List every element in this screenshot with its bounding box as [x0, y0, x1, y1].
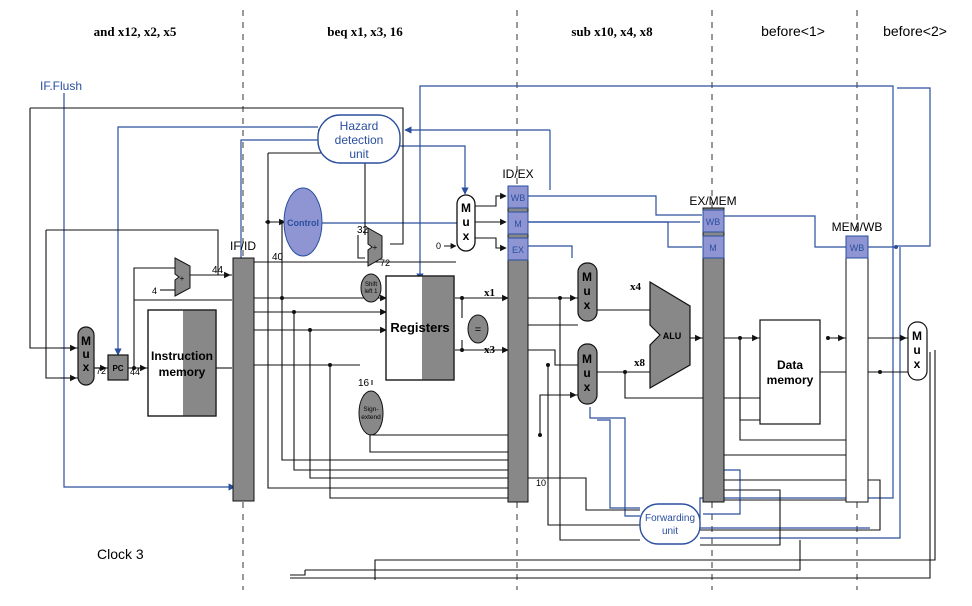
svg-text:ALU: ALU	[663, 331, 682, 341]
forwarding-unit: Forwarding unit	[639, 503, 701, 545]
alu: ALU	[649, 280, 691, 390]
svg-text:M: M	[912, 329, 922, 343]
svg-text:unit: unit	[662, 526, 678, 537]
svg-text:WB: WB	[850, 243, 865, 253]
label-x4: x4	[630, 281, 642, 293]
svg-text:Instruction: Instruction	[151, 349, 213, 363]
label-44-if: 44	[212, 265, 224, 276]
svg-text:M: M	[81, 334, 91, 348]
svg-text:Forwarding: Forwarding	[645, 513, 695, 524]
label-10: 10	[536, 478, 546, 488]
stage-instr-mem: before<1>	[761, 23, 825, 39]
equality-comparator: =	[467, 314, 489, 344]
label-32: 32	[357, 225, 369, 236]
svg-text:Data: Data	[777, 358, 803, 372]
svg-text:ID/EX: ID/EX	[502, 167, 533, 181]
id-ex-register: WB M EX ID/EX	[502, 167, 534, 503]
sign-extend-unit: Sign- extend	[358, 390, 384, 436]
svg-text:x: x	[584, 380, 591, 394]
svg-text:left 1: left 1	[364, 289, 378, 295]
shift-left-unit: Shift left 1	[360, 273, 382, 303]
svg-text:WB: WB	[706, 217, 721, 227]
svg-text:unit: unit	[349, 147, 369, 161]
control-unit: Control	[283, 187, 323, 257]
label-16: 16	[358, 378, 370, 389]
svg-text:Control: Control	[287, 218, 319, 228]
if-flush-label: IF.Flush	[40, 79, 82, 93]
svg-text:=: =	[475, 324, 481, 336]
pc-register: PC	[107, 354, 129, 381]
stage-instr-if: and x12, x2, x5	[94, 24, 177, 39]
svg-text:IF/ID: IF/ID	[230, 239, 256, 253]
alu-mux-a: M u x	[577, 262, 598, 322]
clock-label: Clock 3	[97, 546, 144, 562]
svg-text:u: u	[82, 347, 89, 361]
svg-text:u: u	[583, 284, 590, 298]
stage-instr-wb: before<2>	[883, 23, 947, 39]
stage-instr-ex: sub x10, x4, x8	[571, 24, 653, 39]
svg-text:x: x	[463, 229, 470, 243]
label-72-pc: 72	[96, 366, 106, 376]
svg-text:MEM/WB: MEM/WB	[832, 220, 883, 234]
svg-text:x: x	[914, 357, 921, 371]
svg-text:0: 0	[436, 241, 441, 251]
pc-adder: +	[174, 257, 191, 297]
svg-text:x: x	[584, 298, 591, 312]
writeback-mux: M u x	[907, 321, 928, 381]
svg-text:u: u	[583, 366, 590, 380]
wire-arrows	[60, 218, 907, 399]
svg-text:x: x	[83, 360, 90, 374]
svg-text:M: M	[514, 219, 522, 229]
label-72-id: 72	[380, 258, 390, 268]
instruction-memory: Instruction memory	[147, 309, 217, 417]
control-wires	[63, 85, 931, 539]
svg-text:+: +	[373, 243, 378, 252]
svg-text:WB: WB	[511, 193, 526, 203]
svg-text:extend: extend	[361, 414, 381, 421]
svg-text:Shift: Shift	[365, 282, 377, 288]
svg-text:memory: memory	[159, 365, 206, 379]
svg-text:PC: PC	[112, 364, 123, 373]
svg-text:M: M	[709, 243, 717, 253]
stage-instr-id: beq x1, x3, 16	[327, 24, 403, 39]
svg-text:detection: detection	[335, 133, 384, 147]
svg-text:M: M	[461, 201, 471, 215]
svg-text:u: u	[462, 215, 469, 229]
label-x3: x3	[484, 344, 496, 356]
label-44-pc: 44	[130, 367, 140, 377]
svg-text:u: u	[913, 343, 920, 357]
if-id-register: IF/ID	[230, 239, 256, 502]
register-file: Registers	[385, 275, 455, 381]
junction-dots	[132, 220, 898, 437]
svg-text:EX: EX	[512, 245, 524, 255]
label-40: 40	[272, 252, 284, 263]
control-mux-outputs	[475, 192, 507, 252]
pc-mux: M u x	[77, 326, 95, 386]
label-x8: x8	[634, 357, 646, 369]
stage-dividers	[242, 10, 858, 590]
svg-text:memory: memory	[767, 373, 814, 387]
branch-adder: +	[367, 227, 383, 267]
control-mux: M u x 0	[436, 194, 476, 252]
label-4: 4	[152, 286, 157, 296]
data-memory: Data memory	[759, 319, 821, 425]
svg-text:Hazard: Hazard	[340, 119, 379, 133]
svg-text:Sign-: Sign-	[363, 406, 378, 413]
label-x1: x1	[484, 287, 495, 299]
alu-mux-b: M u x	[577, 343, 598, 405]
svg-text:M: M	[582, 270, 592, 284]
ex-mem-register: WB M EX/MEM	[689, 194, 737, 503]
svg-text:M: M	[582, 352, 592, 366]
mem-wb-register: WB MEM/WB	[832, 220, 883, 503]
svg-text:EX/MEM: EX/MEM	[689, 194, 736, 208]
svg-text:Registers: Registers	[390, 320, 449, 335]
svg-text:+: +	[180, 274, 185, 283]
hazard-detection-unit: Hazard detection unit	[317, 114, 401, 164]
